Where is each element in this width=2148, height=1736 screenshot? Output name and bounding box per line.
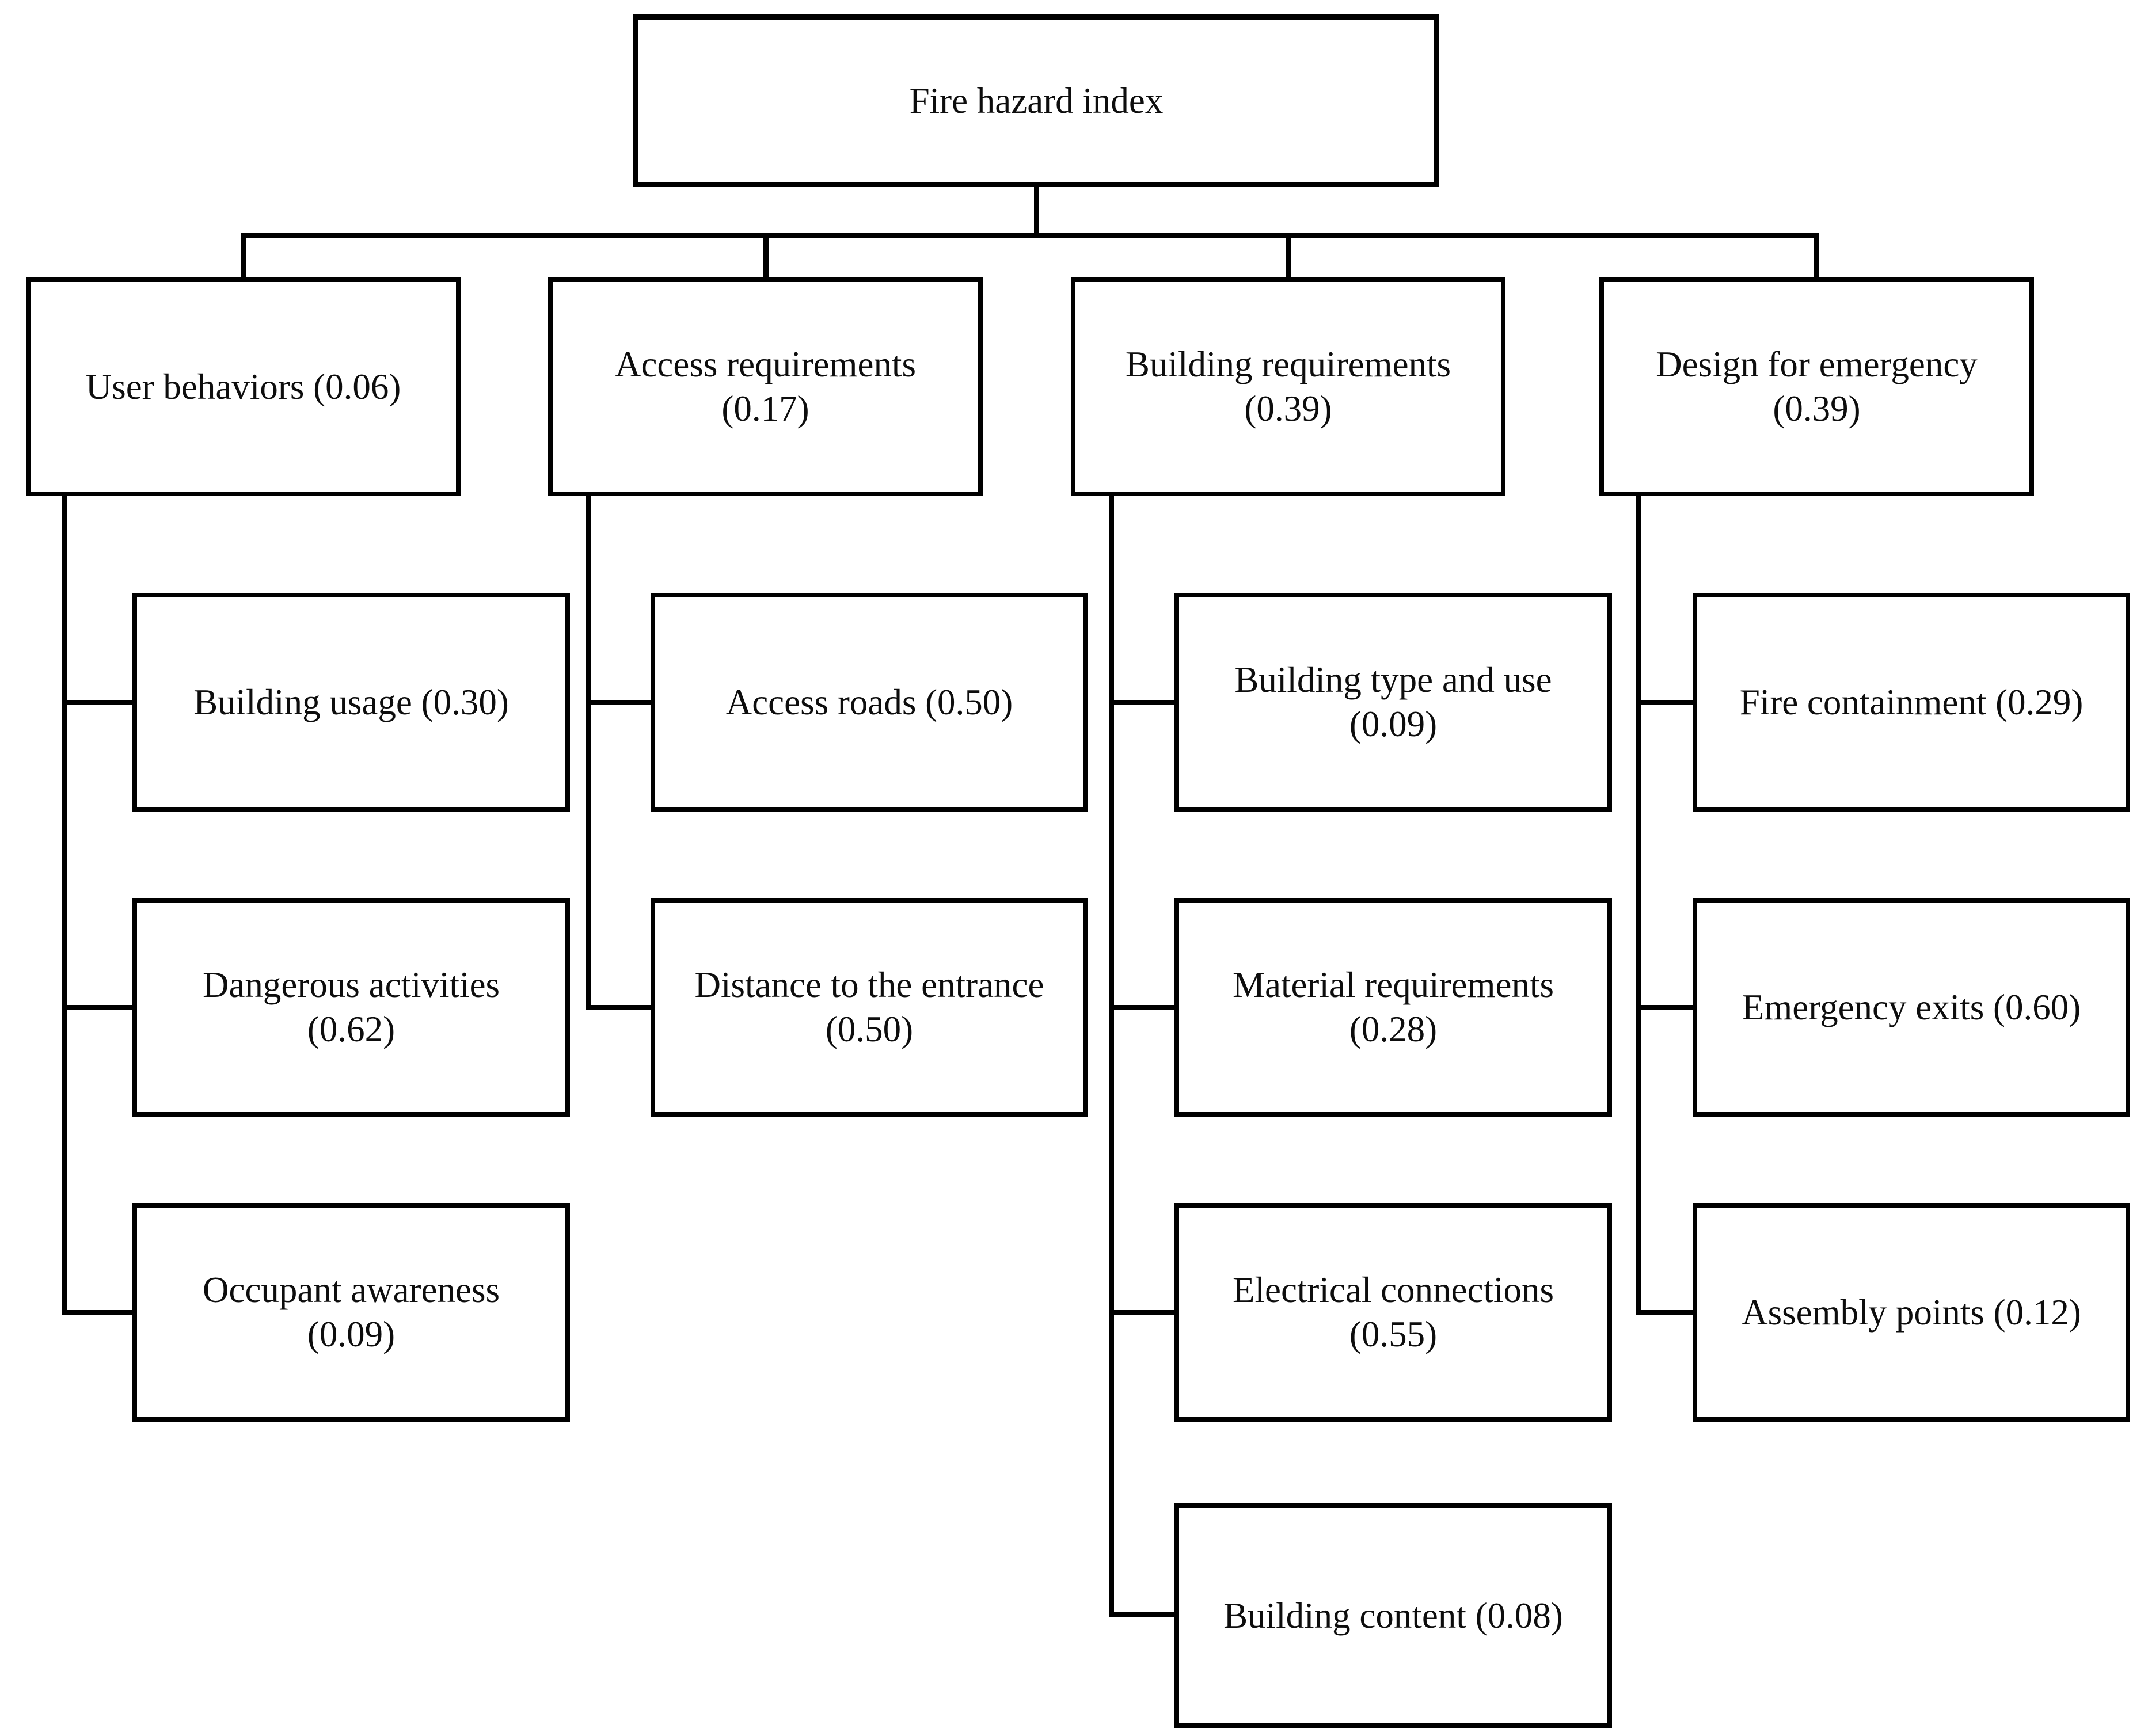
node-access-roads: Access roads (0.50) bbox=[651, 593, 1088, 812]
connector-stub-building-requirements bbox=[1286, 233, 1291, 282]
node-access-roads-label: Access roads (0.50) bbox=[725, 682, 1013, 722]
connector-stub-occupant-awareness bbox=[62, 1310, 137, 1315]
connector-stub-dangerous-activities bbox=[62, 1005, 137, 1010]
node-design-for-emergency-weight: (0.39) bbox=[1773, 389, 1861, 429]
node-building-type-and-use-label: Building type and use bbox=[1234, 660, 1552, 701]
node-building-content-label: Building content (0.08) bbox=[1223, 1595, 1563, 1636]
connector-vline-access-requirements bbox=[586, 494, 591, 1010]
node-building-requirements-label: Building requirements bbox=[1125, 344, 1451, 385]
connector-level1-horizontal bbox=[241, 233, 1819, 238]
connector-stub-access-requirements bbox=[763, 233, 769, 282]
node-electrical-connections-label: Electrical connections bbox=[1233, 1270, 1554, 1311]
connector-vline-design-for-emergency bbox=[1636, 494, 1641, 1315]
node-building-requirements: Building requirements (0.39) bbox=[1071, 277, 1505, 496]
connector-stub-building-content bbox=[1109, 1612, 1179, 1617]
connector-root-stem bbox=[1034, 185, 1039, 235]
node-building-requirements-weight: (0.39) bbox=[1244, 389, 1332, 429]
connector-stub-building-usage bbox=[62, 700, 137, 705]
node-user-behaviors-label: User behaviors (0.06) bbox=[85, 366, 401, 407]
node-electrical-connections-weight: (0.55) bbox=[1349, 1314, 1438, 1354]
node-material-requirements-label: Material requirements bbox=[1232, 965, 1554, 1006]
node-building-content: Building content (0.08) bbox=[1174, 1503, 1612, 1728]
connector-stub-building-type-and-use bbox=[1109, 700, 1179, 705]
node-building-usage: Building usage (0.30) bbox=[132, 593, 570, 812]
node-dangerous-activities-label: Dangerous activities bbox=[202, 965, 500, 1006]
node-design-for-emergency-label: Design for emergency bbox=[1656, 344, 1978, 385]
node-fire-containment-label: Fire containment (0.29) bbox=[1739, 682, 2084, 722]
node-electrical-connections: Electrical connections (0.55) bbox=[1174, 1203, 1612, 1422]
connector-stub-emergency-exits bbox=[1636, 1005, 1697, 1010]
node-occupant-awareness-weight: (0.09) bbox=[307, 1314, 396, 1354]
node-material-requirements: Material requirements (0.28) bbox=[1174, 898, 1612, 1117]
node-emergency-exits-label: Emergency exits (0.60) bbox=[1742, 987, 2081, 1027]
connector-stub-distance-to-entrance bbox=[586, 1005, 655, 1010]
connector-stub-material-requirements bbox=[1109, 1005, 1179, 1010]
node-dangerous-activities-weight: (0.62) bbox=[307, 1009, 396, 1049]
node-building-usage-label: Building usage (0.30) bbox=[193, 682, 509, 722]
connector-stub-user-behaviors bbox=[241, 233, 246, 282]
connector-vline-building-requirements bbox=[1109, 494, 1114, 1617]
node-building-type-and-use-weight: (0.09) bbox=[1349, 704, 1438, 744]
node-distance-to-entrance: Distance to the entrance (0.50) bbox=[651, 898, 1088, 1117]
connector-vline-user-behaviors bbox=[62, 494, 67, 1315]
node-distance-to-entrance-weight: (0.50) bbox=[825, 1009, 914, 1049]
node-assembly-points: Assembly points (0.12) bbox=[1693, 1203, 2130, 1422]
node-assembly-points-label: Assembly points (0.12) bbox=[1742, 1292, 2081, 1333]
connector-stub-design-for-emergency bbox=[1814, 233, 1819, 282]
node-fire-hazard-index: Fire hazard index bbox=[633, 14, 1439, 187]
node-material-requirements-weight: (0.28) bbox=[1349, 1009, 1438, 1049]
connector-stub-electrical-connections bbox=[1109, 1310, 1179, 1315]
connector-stub-assembly-points bbox=[1636, 1310, 1697, 1315]
node-fire-hazard-index-label: Fire hazard index bbox=[909, 80, 1164, 121]
node-emergency-exits: Emergency exits (0.60) bbox=[1693, 898, 2130, 1117]
node-fire-containment: Fire containment (0.29) bbox=[1693, 593, 2130, 812]
node-access-requirements-label: Access requirements bbox=[614, 344, 917, 385]
node-building-type-and-use: Building type and use (0.09) bbox=[1174, 593, 1612, 812]
node-occupant-awareness: Occupant awareness (0.09) bbox=[132, 1203, 570, 1422]
node-user-behaviors: User behaviors (0.06) bbox=[26, 277, 461, 496]
node-design-for-emergency: Design for emergency (0.39) bbox=[1599, 277, 2034, 496]
node-access-requirements-weight: (0.17) bbox=[721, 389, 809, 429]
connector-stub-fire-containment bbox=[1636, 700, 1697, 705]
connector-stub-access-roads bbox=[586, 700, 655, 705]
node-dangerous-activities: Dangerous activities (0.62) bbox=[132, 898, 570, 1117]
node-distance-to-entrance-label: Distance to the entrance bbox=[694, 965, 1044, 1006]
node-occupant-awareness-label: Occupant awareness bbox=[203, 1270, 500, 1311]
node-access-requirements: Access requirements (0.17) bbox=[548, 277, 983, 496]
